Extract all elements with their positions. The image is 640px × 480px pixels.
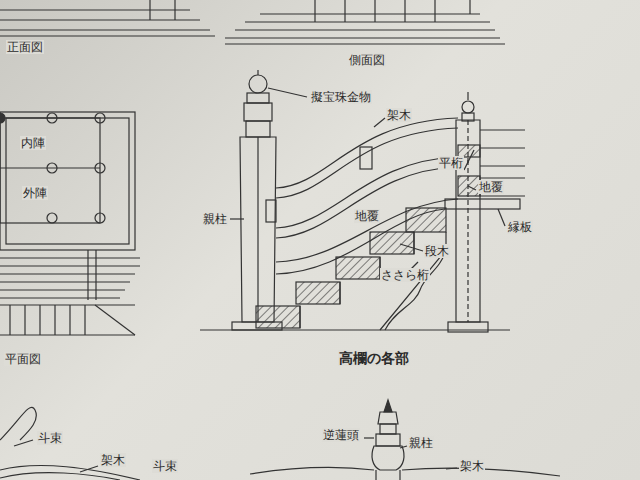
part-label: 架木 <box>100 453 126 467</box>
figure-caption: 高欄の各部 <box>338 350 410 366</box>
part-label: 斗束 <box>37 431 63 445</box>
part-label: 側面図 <box>348 53 386 67</box>
part-label: 親柱 <box>202 212 228 226</box>
part-label: 地覆 <box>478 180 504 194</box>
part-label: 段木 <box>424 244 450 258</box>
part-label: 地覆 <box>354 209 380 223</box>
part-label: 架木 <box>386 108 412 122</box>
part-label: 縁板 <box>507 220 533 234</box>
part-label: 架木 <box>459 459 485 473</box>
part-label: 平面図 <box>4 352 42 366</box>
part-label: 正面図 <box>6 40 44 54</box>
part-label: 外陣 <box>22 186 48 200</box>
part-label: 親柱 <box>408 436 434 450</box>
part-label: ささら桁 <box>380 268 430 282</box>
part-label: 逆蓮頭 <box>322 428 360 442</box>
part-label: 内陣 <box>20 136 46 150</box>
part-label: 平桁 <box>438 156 464 170</box>
part-label: 斗束 <box>152 459 178 473</box>
part-label: 擬宝珠金物 <box>310 90 372 104</box>
